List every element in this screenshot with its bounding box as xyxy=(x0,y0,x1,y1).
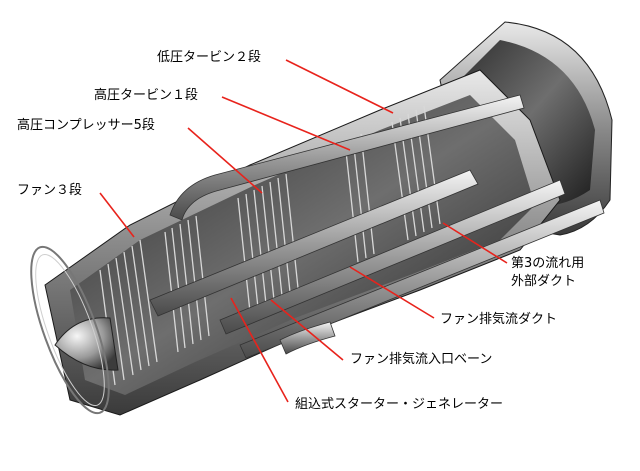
leader-line-hpt xyxy=(221,96,351,151)
leader-line-starter-generator xyxy=(230,297,289,403)
leader-line-hpc xyxy=(187,127,263,194)
label-third-stream-duct-line1: 第3の流れ用 xyxy=(511,256,585,271)
label-third-stream-duct-line2: 外部ダクト xyxy=(511,274,577,289)
label-fan-stages: ファン３段 xyxy=(17,183,83,198)
label-high-pressure-turbine: 高圧タービン１段 xyxy=(94,88,199,103)
label-fan-exhaust-inlet-vane: ファン排気流入口ベーン xyxy=(350,352,493,367)
leader-line-third-duct xyxy=(442,222,508,264)
label-fan-exhaust-duct: ファン排気流ダクト xyxy=(440,312,558,327)
leader-line-fan-exhaust-duct xyxy=(349,266,435,319)
label-low-pressure-turbine: 低圧タービン２段 xyxy=(157,50,262,65)
leader-lines xyxy=(99,59,508,403)
engine-shaft xyxy=(149,169,479,317)
leader-line-fan-exhaust-vane xyxy=(270,299,344,361)
external-duct-pipes xyxy=(169,94,605,359)
leader-line-lpt xyxy=(285,59,394,114)
label-high-pressure-compressor: 高圧コンプレッサー5段 xyxy=(17,118,155,133)
leader-line-fan xyxy=(99,192,135,238)
label-integrated-starter-generator: 組込式スターター・ジェネレーター xyxy=(295,397,504,412)
spinner-cone xyxy=(30,245,119,415)
